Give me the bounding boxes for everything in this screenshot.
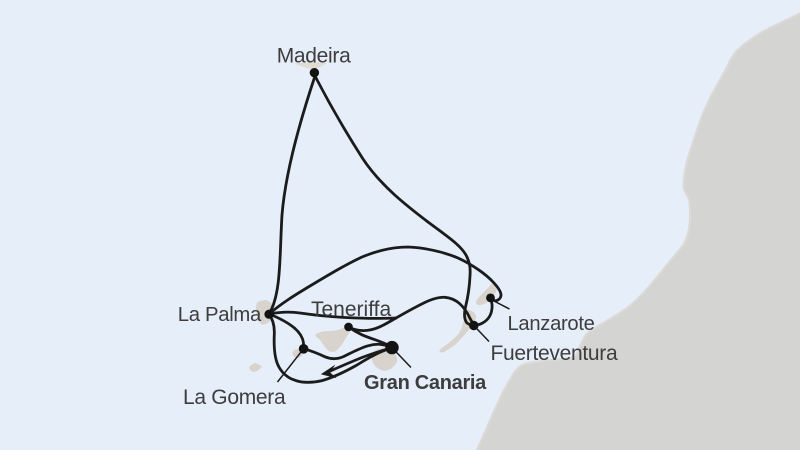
- svg-text:La Palma: La Palma: [178, 304, 262, 326]
- svg-text:Fuerteventura: Fuerteventura: [491, 342, 618, 365]
- svg-text:Gran Canaria: Gran Canaria: [364, 372, 487, 394]
- svg-text:Lanzarote: Lanzarote: [508, 313, 595, 335]
- svg-text:Teneriffa: Teneriffa: [311, 298, 391, 321]
- svg-text:Madeira: Madeira: [277, 44, 351, 67]
- svg-text:La Gomera: La Gomera: [183, 386, 286, 409]
